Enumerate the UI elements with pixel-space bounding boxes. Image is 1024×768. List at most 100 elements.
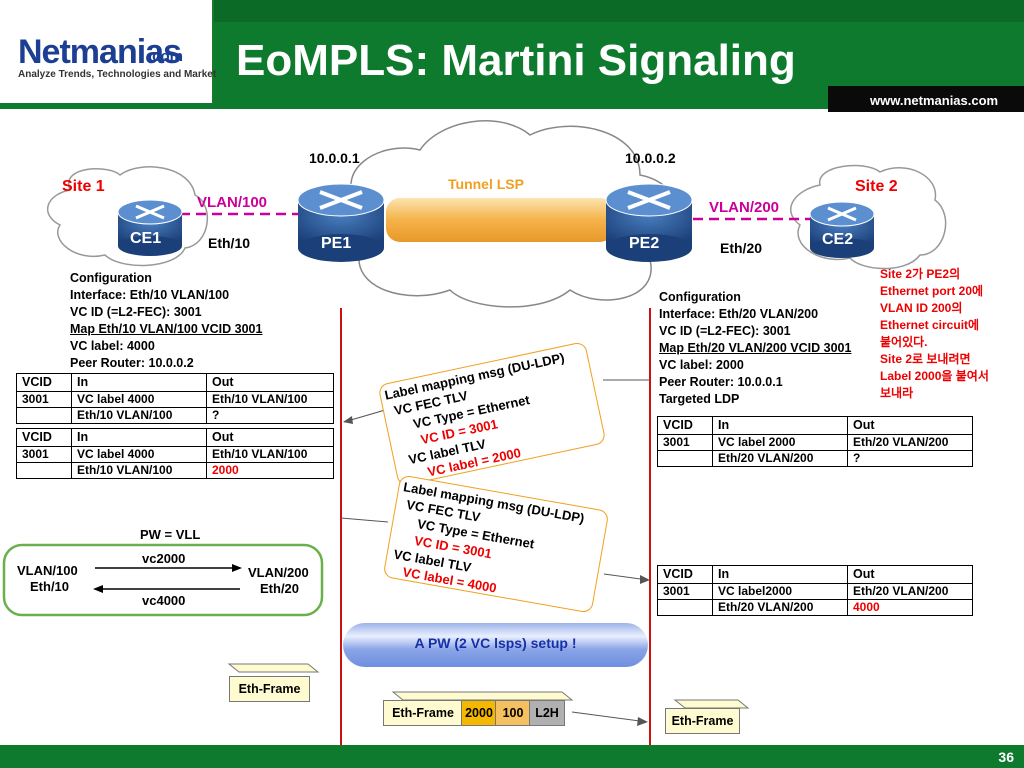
table-header-out: Out <box>206 428 334 447</box>
pe1-config-interface: Interface: Eth/10 VLAN/100 <box>70 288 230 302</box>
eth10-label: Eth/10 <box>208 235 251 251</box>
frame-left-depth <box>227 663 320 673</box>
logo-dotcom: .com <box>148 48 184 65</box>
pw-right-vlan: VLAN/200 <box>248 565 309 580</box>
table-header-vcid: VCID <box>16 373 72 392</box>
pe2-router-icon <box>605 183 693 262</box>
vlan100-label: VLAN/100 <box>197 194 268 211</box>
table-header-in: In <box>712 416 848 435</box>
pe2-config-interface: Interface: Eth/20 VLAN/200 <box>659 307 819 321</box>
table-header-vcid: VCID <box>657 416 713 435</box>
table-cell: Eth/10 VLAN/100 <box>71 407 207 424</box>
pe2-label: PE2 <box>629 235 660 252</box>
korean-line-8: 보내라 <box>880 386 914 400</box>
table-header-vcid: VCID <box>16 428 72 447</box>
url-bar <box>828 86 1024 112</box>
table-cell: Eth/20 VLAN/200 <box>712 599 848 616</box>
frame-right-depth <box>673 699 750 709</box>
table-header-vcid: VCID <box>657 565 713 584</box>
pe2-config-map: Map Eth/20 VLAN/200 VCID 3001 <box>659 341 852 355</box>
pe1-ip: 10.0.0.1 <box>309 150 360 166</box>
pe1-router-icon <box>297 183 385 262</box>
table-cell: ? <box>847 450 973 467</box>
table-cell: ? <box>206 407 334 424</box>
table-cell: 3001 <box>657 434 713 451</box>
pe2-config: Configuration Interface: Eth/20 VLAN/200… <box>659 289 851 408</box>
pe1-config-label: VC label: 4000 <box>70 339 155 353</box>
pw-title: PW = VLL <box>140 527 201 542</box>
table-cell <box>16 462 72 479</box>
pe2-config-label: VC label: 2000 <box>659 358 744 372</box>
pe1-config-peer: Peer Router: 10.0.0.2 <box>70 356 194 370</box>
page-title: EoMPLS: Martini Signaling <box>236 36 796 85</box>
table-cell: Eth/20 VLAN/200 <box>847 583 973 600</box>
korean-note: Site 2가 PE2의 Ethernet port 20에 VLAN ID 2… <box>880 266 989 402</box>
table-cell <box>657 450 713 467</box>
table-cell: VC label 4000 <box>71 446 207 463</box>
pw-setup-banner: A PW (2 VC lsps) setup ! <box>343 623 648 667</box>
frame-arrowhead <box>637 717 648 726</box>
korean-line-5: 붙어있다. <box>880 335 928 349</box>
korean-line-1: Site 2가 PE2의 <box>880 267 961 281</box>
pe2-ip: 10.0.0.2 <box>625 150 676 166</box>
footer-bar <box>0 745 1024 768</box>
pe2-config-ldp: Targeted LDP <box>659 392 740 406</box>
table-cell: 3001 <box>657 583 713 600</box>
site2-label: Site 2 <box>855 178 898 195</box>
pw-setup-text: A PW (2 VC lsps) setup ! <box>414 635 577 651</box>
label-100-cell: 100 <box>495 700 531 726</box>
msg2-arrow-tail <box>340 517 389 523</box>
label-2000-cell: 2000 <box>461 700 497 726</box>
table-cell: VC label 4000 <box>71 391 207 408</box>
pe1-config-vcid: VC ID (=L2-FEC): 3001 <box>70 305 202 319</box>
table-cell: Eth/20 VLAN/200 <box>847 434 973 451</box>
pe2-config-vcid: VC ID (=L2-FEC): 3001 <box>659 324 791 338</box>
pe2-config-title: Configuration <box>659 290 741 304</box>
table-header-out: Out <box>847 565 973 584</box>
pw-left-vlan: VLAN/100 <box>17 563 78 578</box>
page-number: 36 <box>998 749 1014 765</box>
site1-label: Site 1 <box>62 178 105 195</box>
ce1-label: CE1 <box>130 230 162 247</box>
table-cell: Eth/20 VLAN/200 <box>712 450 848 467</box>
vc2000-arrowhead <box>232 564 242 572</box>
pe2-config-peer: Peer Router: 10.0.0.1 <box>659 375 783 389</box>
korean-line-4: Ethernet circuit에 <box>880 318 980 332</box>
header-underline <box>0 103 828 109</box>
pe1-label: PE1 <box>321 235 352 252</box>
eth-frame-mid: Eth-Frame <box>383 700 463 726</box>
table-header-out: Out <box>206 373 334 392</box>
table-cell <box>657 599 713 616</box>
l2h-cell: L2H <box>529 700 565 726</box>
logo-panel <box>0 0 214 103</box>
site-url[interactable]: www.netmanias.com <box>870 93 999 108</box>
vc4000-label: vc4000 <box>142 593 186 608</box>
pe1-config-title: Configuration <box>70 271 152 285</box>
table-header-in: In <box>712 565 848 584</box>
korean-line-2: Ethernet port 20에 <box>880 284 984 298</box>
table-cell: 3001 <box>16 446 72 463</box>
table-cell <box>16 407 72 424</box>
eth20-label: Eth/20 <box>720 240 763 256</box>
header-strip <box>212 0 1024 22</box>
ce1-router-icon <box>117 199 183 256</box>
table-header-in: In <box>71 428 207 447</box>
pe1-config: Configuration Interface: Eth/10 VLAN/100… <box>70 270 262 372</box>
pw-right-eth: Eth/20 <box>260 581 300 596</box>
logo-wordmark: Netmanias <box>18 33 182 71</box>
tunnel-lsp <box>386 198 614 242</box>
eth-frame-left: Eth-Frame <box>229 676 310 702</box>
vc2000-label: vc2000 <box>142 551 186 566</box>
vlan200-label: VLAN/200 <box>709 199 780 216</box>
pw-left-eth: Eth/10 <box>30 579 70 594</box>
ce2-label: CE2 <box>822 231 854 248</box>
pw-box <box>2 543 324 617</box>
table-cell-highlight: 4000 <box>847 599 973 616</box>
table-cell: Eth/10 VLAN/100 <box>206 446 334 463</box>
table-cell: Eth/10 VLAN/100 <box>206 391 334 408</box>
korean-line-7: Label 2000을 붙여서 <box>880 369 989 383</box>
